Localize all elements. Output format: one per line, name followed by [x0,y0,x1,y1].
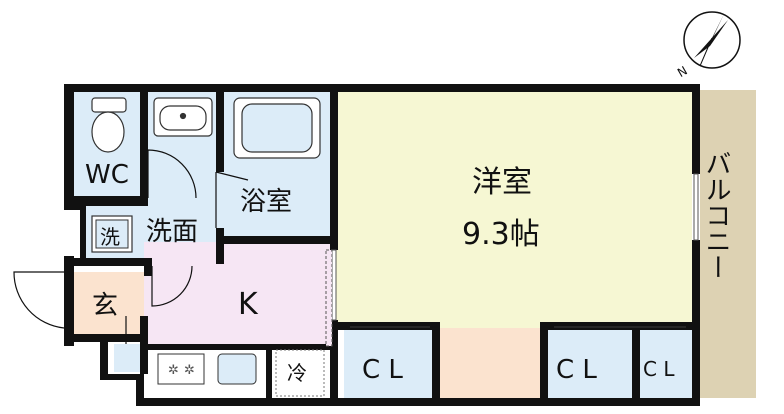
small-storage [114,344,140,372]
sink-icon [217,353,257,385]
western-room-label: 洋室 [472,165,532,200]
inner-walls [66,84,692,400]
kitchen-label: K [238,287,259,322]
kitchen-closet-outline [325,249,333,347]
compass-north-label: N [675,63,690,80]
closet-3-area [640,330,692,398]
svg-text:✲: ✲ [184,363,195,378]
door-swings [13,149,249,344]
wc-label: WC [85,160,129,190]
fridge-area [272,346,328,398]
closet-3-label: C L [643,357,675,381]
fridge-label: 冷 [287,361,307,385]
kitchen-area [144,242,332,346]
closet-1-area [344,330,436,398]
entrance-label: 玄 [92,291,118,321]
bathroom-label: 浴室 [240,187,292,217]
closet-2-area [548,330,632,398]
washer-icon [91,215,133,253]
toilet [91,97,127,153]
bathtub [233,97,321,159]
balcony-area [700,90,756,398]
svg-text:✲: ✲ [168,363,179,378]
fridge-outline [275,349,325,397]
corridor-area [436,328,544,398]
washer-label: 洗 [100,225,120,249]
compass-icon [683,11,741,69]
closet-1-label: C L [362,355,403,385]
western-room-area [336,90,692,328]
balcony-label: バルコニー [701,150,731,280]
closet-2-label: C L [556,355,597,385]
stove-icon: ✲ ✲ [157,353,205,385]
western-room-size-label: 9.3帖 [462,217,540,252]
wash-basin [153,97,213,137]
washroom-label: 洗面 [146,217,198,247]
entrance-area [74,272,144,334]
